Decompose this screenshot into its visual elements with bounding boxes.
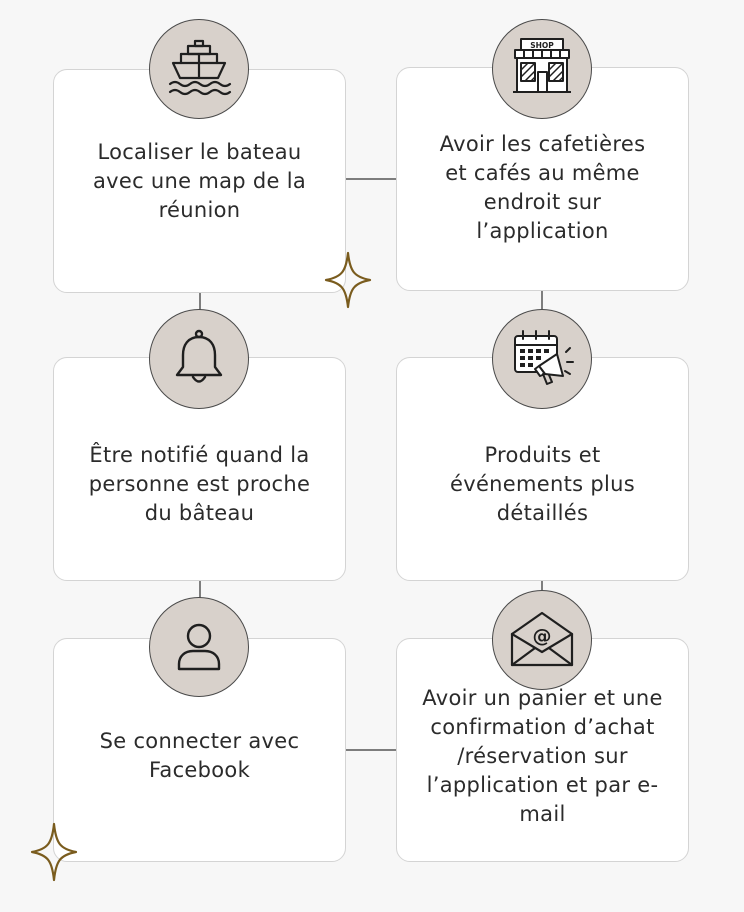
icon-circle-email: @	[492, 590, 592, 690]
sparkle-icon	[30, 822, 78, 882]
feature-card-text: Localiser le bateau avec une map de la r…	[92, 139, 306, 222]
feature-card-text: Produits et événements plus détaillés	[450, 442, 635, 525]
feature-card-text: Avoir un panier et une confirmation d’ac…	[422, 685, 663, 826]
feature-card-text: Être notifié quand la personne est proch…	[88, 442, 311, 525]
feature-card-text: Avoir les cafetières et cafés au même en…	[439, 132, 646, 243]
email-at-symbol: @	[533, 625, 552, 647]
icon-circle-calendar	[492, 309, 592, 409]
feature-card-locate-boat: Localiser le bateau avec une map de la r…	[53, 69, 346, 293]
boat-icon	[168, 39, 232, 96]
shop-sign-text: SHOP	[530, 41, 554, 50]
icon-circle-shop: SHOP	[492, 19, 592, 119]
shop-icon: SHOP	[513, 38, 571, 93]
bell-icon	[175, 329, 223, 383]
icon-circle-boat	[149, 19, 249, 119]
icon-circle-bell	[149, 309, 249, 409]
feature-card-text: Se connecter avec Facebook	[99, 729, 300, 782]
feature-card-facebook-login: Se connecter avec Facebook	[53, 638, 346, 862]
icon-circle-user	[149, 597, 249, 697]
calendar-megaphone-icon	[514, 330, 574, 385]
sparkle-icon	[324, 251, 372, 309]
email-icon: @	[510, 611, 574, 667]
user-icon	[177, 623, 221, 671]
